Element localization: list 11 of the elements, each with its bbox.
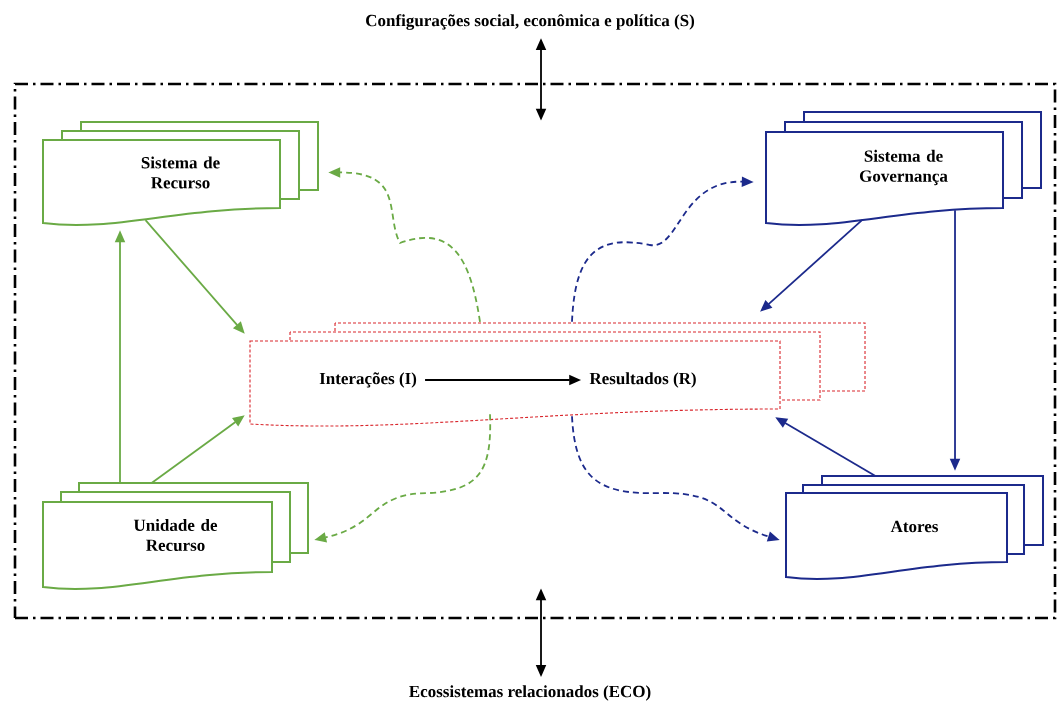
node-label: Interações (I) — [319, 372, 417, 388]
node-label: Resultados (R) — [589, 372, 696, 388]
node-label: Configurações social, econômica e política (S) — [366, 14, 695, 30]
dash-dot-frame — [13, 82, 1057, 620]
node-label: Ecossistemas relacionados (ECO) — [409, 685, 651, 701]
document-stack — [249, 322, 866, 427]
document-stack: Sistema de Recurso — [42, 121, 319, 226]
document-stack: Sistema de Governança — [765, 111, 1042, 226]
document-stack: Atores — [785, 475, 1044, 580]
document-stack: Unidade de Recurso — [42, 482, 309, 590]
arrow — [760, 219, 863, 312]
